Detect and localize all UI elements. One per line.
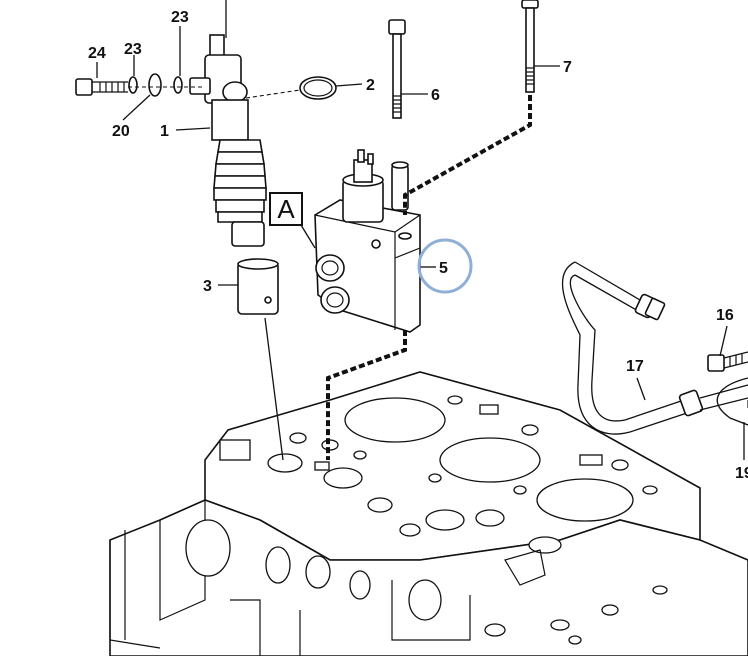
engine-block <box>109 371 748 656</box>
alignment-line-pump <box>326 330 407 460</box>
callout-23-top: 23 <box>171 9 189 26</box>
gasket <box>716 377 748 426</box>
callout-24: 24 <box>88 45 106 62</box>
bolt-24 <box>75 78 128 96</box>
injector-sleeve <box>237 258 279 315</box>
callout-5: 5 <box>439 260 448 277</box>
callout-1: 1 <box>160 123 169 140</box>
callout-19: 19 <box>735 465 748 482</box>
bolt-6 <box>388 19 406 119</box>
view-label: A <box>277 194 295 224</box>
alignment-line-sleeve <box>264 317 284 461</box>
highlight-ring <box>417 238 473 294</box>
callout-17: 17 <box>626 358 644 375</box>
fuel-injector <box>189 34 267 247</box>
callout-2: 2 <box>366 77 375 94</box>
pump-body <box>314 149 421 333</box>
o-ring <box>245 76 337 100</box>
bolt-7 <box>521 0 539 93</box>
callout-3: 3 <box>203 278 212 295</box>
bolt-16 <box>707 351 748 372</box>
callout-20: 20 <box>112 123 130 140</box>
view-label-box <box>269 192 303 226</box>
alignment-line-bolt-7 <box>403 95 532 215</box>
callout-7: 7 <box>563 59 572 76</box>
fuel-pipe <box>562 261 748 435</box>
callout-6: 6 <box>431 87 440 104</box>
callout-23-left: 23 <box>124 41 142 58</box>
washers <box>128 73 205 97</box>
callout-16: 16 <box>716 307 734 324</box>
leader-lines <box>96 0 745 460</box>
